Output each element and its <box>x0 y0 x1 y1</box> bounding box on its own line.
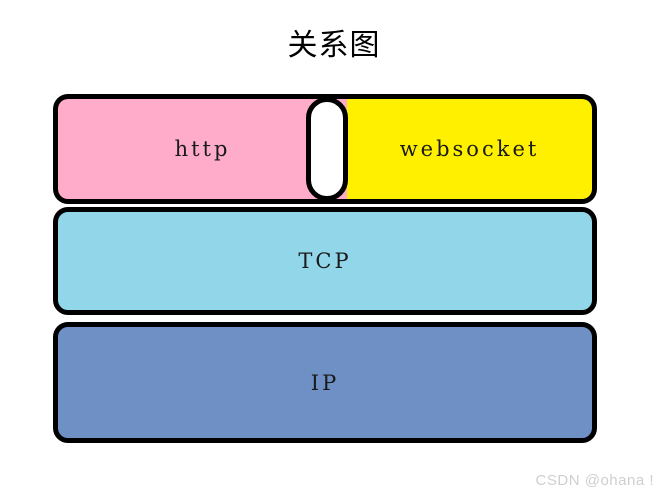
application-layer-row: http websocket <box>53 94 597 204</box>
protocol-box-http[interactable]: http <box>53 94 347 204</box>
layer-box-ip-label: IP <box>310 370 340 395</box>
page-title: 关系图 <box>287 28 381 63</box>
watermark-text: CSDN @ohana ! <box>535 472 654 489</box>
layer-box-tcp-label: TCP <box>298 249 352 273</box>
protocol-box-websocket-label: websocket <box>399 137 540 161</box>
protocol-separator-pill <box>306 97 348 201</box>
protocol-box-http-label: http <box>174 137 231 161</box>
layer-box-tcp[interactable]: TCP <box>53 207 597 315</box>
layer-box-ip[interactable]: IP <box>53 322 597 443</box>
protocol-box-websocket[interactable]: websocket <box>347 94 597 204</box>
